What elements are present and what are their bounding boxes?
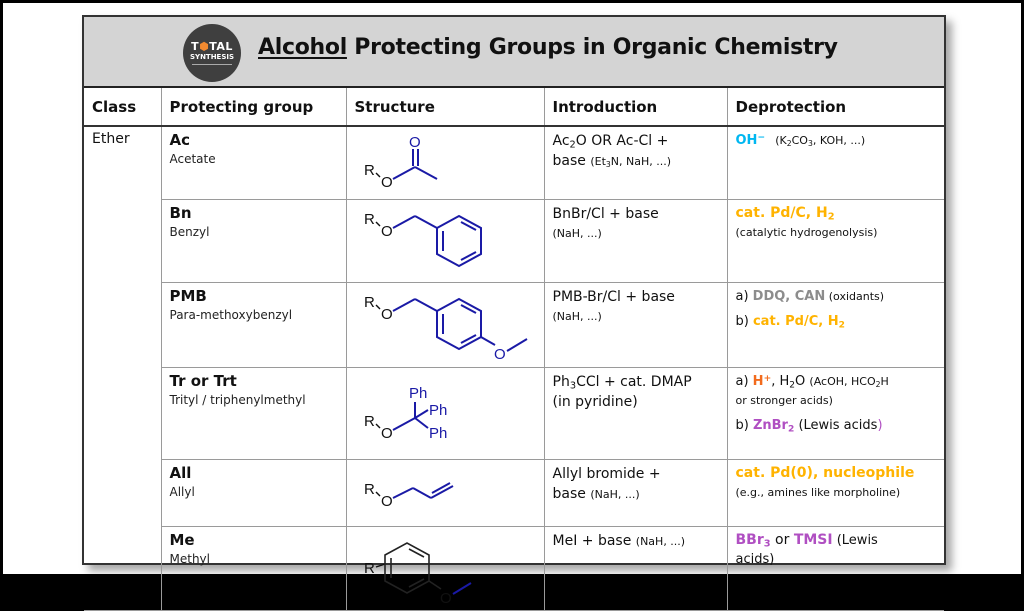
logo-line-1: T⬢TAL	[191, 40, 233, 53]
intro-cell: Ph3CCl + cat. DMAP (in pyridine)	[543, 367, 728, 460]
pg-name: Allyl	[169, 485, 195, 499]
deprot-cell: cat. Pd/C, H2 (catalytic hydrogenolysis)	[726, 199, 944, 283]
table-row: Me Methyl R O	[84, 526, 944, 611]
svg-text:R: R	[364, 162, 375, 179]
acetate-structure-diagram: R O O	[364, 134, 437, 191]
pg-name: Trityl / triphenylmethyl	[169, 393, 306, 407]
svg-text:Ph: Ph	[429, 402, 447, 419]
pg-cell: Ac Acetate	[160, 125, 347, 200]
structure-allyl: R O	[345, 459, 545, 527]
pg-name: Para-methoxybenzyl	[169, 308, 293, 322]
deprot-cell: a) H+, H2O (AcOH, HCO2H or stronger acid…	[726, 367, 944, 460]
table-row: Ether Ac Acetate R O O	[84, 125, 944, 611]
structure-benzyl: R O	[345, 199, 545, 283]
logo-line-2: SYNTHESIS	[189, 53, 235, 61]
svg-text:O: O	[494, 346, 506, 363]
intro-cell: MeI + base (NaH, ...)	[543, 526, 728, 611]
col-header-protecting-group: Protecting group	[160, 88, 347, 127]
reagent-pd-c-h2: cat. Pd/C, H2	[735, 205, 835, 223]
pg-abbr: Ac	[169, 131, 191, 149]
svg-text:O: O	[381, 223, 393, 240]
svg-text:O: O	[409, 134, 421, 151]
table-row: Bn Benzyl R O	[84, 199, 944, 283]
reagent-pd-c-h2: cat. Pd/C, H2	[752, 314, 845, 331]
svg-text:R: R	[364, 294, 375, 311]
pg-abbr: Me	[169, 531, 195, 549]
title-rest: Protecting Groups in Organic Chemistry	[346, 35, 838, 60]
svg-text:Ph: Ph	[409, 385, 427, 402]
pg-abbr: PMB	[169, 287, 207, 305]
svg-text:Ph: Ph	[429, 425, 447, 442]
structure-methyl: R O	[345, 526, 545, 611]
col-header-class: Class	[84, 88, 162, 127]
trityl-structure-diagram: R O Ph Ph Ph	[364, 385, 447, 442]
intro-cell: Ac2O OR Ac-Cl + base (Et3N, NaH, ...)	[543, 125, 728, 200]
col-header-introduction: Introduction	[543, 88, 728, 127]
svg-text:O: O	[381, 306, 393, 323]
deprot-cell: BBr3 or TMSI (Lewis acids)	[726, 526, 944, 611]
structure-acetate: R O O	[345, 125, 545, 200]
pg-cell: PMB Para-methoxybenzyl	[161, 282, 347, 368]
pg-name: Benzyl	[169, 225, 210, 239]
reagent-bbr3: BBr3	[735, 532, 771, 550]
svg-text:O: O	[440, 590, 452, 606]
benzyl-structure-diagram: R O	[364, 211, 482, 268]
title-underlined-word: Alcohol	[258, 35, 347, 60]
svg-text:O: O	[381, 174, 393, 191]
deprot-cell: cat. Pd(0), nucleophile (e.g., amines li…	[726, 459, 944, 527]
pg-cell: Bn Benzyl	[161, 199, 347, 283]
pg-abbr: All	[169, 464, 192, 482]
pg-name: Methyl	[169, 552, 210, 566]
col-header-structure: Structure	[345, 88, 545, 127]
protecting-groups-table: Class Protecting group Structure Introdu…	[84, 88, 944, 611]
logo-underline	[192, 64, 232, 65]
reagent-pd0-nucleophile: cat. Pd(0), nucleophile	[735, 465, 915, 481]
svg-text:R: R	[364, 413, 375, 430]
reagent-ddq-can: DDQ, CAN	[752, 289, 826, 304]
pmb-structure-diagram: R O O	[364, 294, 528, 363]
col-header-deprotection: Deprotection	[726, 88, 944, 127]
intro-cell: BnBr/Cl + base (NaH, ...)	[543, 199, 728, 283]
svg-text:R: R	[364, 560, 375, 577]
reagent-znbr2: ZnBr2	[752, 418, 795, 435]
reagent-tmsi: TMSI	[793, 532, 833, 548]
structure-pmb: R O O	[345, 282, 545, 368]
class-cell: Ether	[84, 125, 162, 611]
page-title: Alcohol Protecting Groups in Organic Che…	[258, 35, 838, 60]
structure-trityl: R O Ph Ph Ph	[345, 367, 545, 460]
pg-abbr: Tr or Trt	[169, 372, 237, 390]
screen: T⬢TAL SYNTHESIS Alcohol Protecting Group…	[3, 3, 1021, 611]
methyl-structure-diagram: R O	[364, 542, 472, 606]
svg-text:O: O	[381, 425, 393, 442]
reagent-hydroxide: OH−	[735, 132, 766, 148]
title-bar: T⬢TAL SYNTHESIS Alcohol Protecting Group…	[84, 17, 944, 88]
pg-cell: All Allyl	[161, 459, 347, 527]
svg-text:R: R	[364, 211, 375, 228]
allyl-structure-diagram: R O	[364, 481, 453, 510]
intro-cell: Allyl bromide + base (NaH, ...)	[543, 459, 728, 527]
total-synthesis-logo: T⬢TAL SYNTHESIS	[183, 24, 241, 82]
table-row: PMB Para-methoxybenzyl R O	[84, 282, 944, 368]
pg-cell: Tr or Trt Trityl / triphenylmethyl	[161, 367, 347, 460]
table-row: Tr or Trt Trityl / triphenylmethyl R O P…	[84, 367, 944, 460]
table-header-row: Class Protecting group Structure Introdu…	[84, 88, 944, 127]
intro-cell: PMB-Br/Cl + base (NaH, ...)	[543, 282, 728, 368]
hexagon-icon: ⬢	[199, 40, 210, 53]
deprot-cell: OH− (K2CO3, KOH, ...)	[726, 125, 944, 200]
slide-sheet: T⬢TAL SYNTHESIS Alcohol Protecting Group…	[82, 15, 946, 611]
svg-text:R: R	[364, 481, 375, 498]
deprot-cell: a) DDQ, CAN (oxidants) b) cat. Pd/C, H2	[726, 282, 944, 368]
reagent-acid: H+	[752, 373, 772, 389]
pg-cell: Me Methyl	[161, 526, 347, 611]
table-row: All Allyl R O Allyl bromide +	[84, 459, 944, 527]
svg-text:O: O	[381, 493, 393, 510]
pg-abbr: Bn	[169, 204, 192, 222]
pg-name: Acetate	[169, 152, 216, 166]
